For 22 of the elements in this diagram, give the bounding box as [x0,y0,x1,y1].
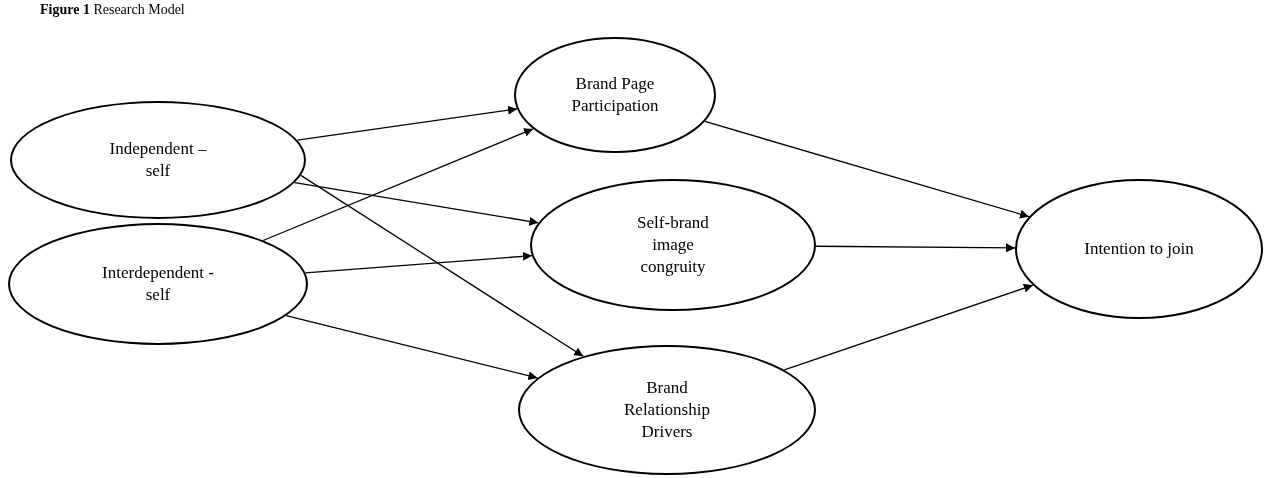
ellipse-node [8,223,308,345]
arrow [704,120,1030,219]
node-label: Brand Relationship Drivers [623,376,711,444]
arrow [300,174,584,357]
ellipse-node [1015,179,1263,319]
ellipse-node [530,179,816,311]
node-label: Intention to join [1084,237,1194,260]
node-label: Self-brand image congruity [636,211,710,279]
ellipse-node [518,345,816,475]
node-label: Independent – self [108,137,208,182]
ellipse-node [514,37,716,153]
arrow [294,181,539,226]
arrow [815,243,1016,253]
node-label: Interdependent - self [101,261,215,306]
arrow [304,251,533,274]
arrow [783,283,1034,371]
arrow [262,128,534,242]
node-label: Brand Page Participation [570,72,660,117]
figure-title: Figure 1 Research Model [40,2,185,18]
ellipse-node [10,101,306,219]
arrow [296,105,518,141]
arrow [285,315,539,381]
